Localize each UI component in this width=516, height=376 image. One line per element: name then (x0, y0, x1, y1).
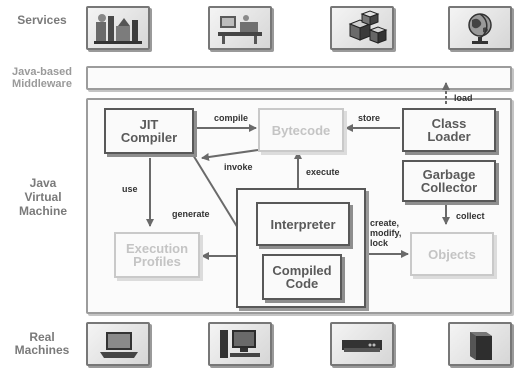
service-factory-box (86, 6, 150, 50)
row-label-jvm: Java Virtual Machine (10, 176, 76, 218)
office-scene-icon (218, 15, 262, 44)
class-loader-box: Class Loader (402, 108, 496, 152)
row-label-real-machines-line1: Real (29, 330, 55, 344)
execution-profiles-label-line1: Execution (125, 241, 189, 256)
row-label-real-machines-line2: Machines (14, 343, 70, 357)
compiled-code-label-line2: Code (285, 276, 319, 291)
row-label-jvm-line2: Virtual (24, 190, 62, 204)
machine-desktop-box (208, 322, 272, 366)
service-blocks-box (330, 6, 394, 50)
jit-compiler-label-line2: Compiler (120, 130, 178, 145)
machine-network-box (330, 322, 394, 366)
interpreter-box: Interpreter (256, 202, 350, 246)
bytecode-box: Bytecode (258, 108, 344, 152)
objects-label: Objects (428, 246, 476, 262)
bytecode-label: Bytecode (271, 122, 331, 138)
machine-server-box (448, 322, 512, 366)
factory-tools-icon (94, 14, 142, 44)
service-office-box (208, 6, 272, 50)
garbage-collector-label-line1: Garbage (422, 167, 476, 182)
objects-box: Objects (410, 232, 494, 276)
row-label-real-machines: Real Machines (4, 331, 80, 357)
row-label-middleware-line2: Middleware (12, 78, 72, 90)
row-label-middleware: Java-based Middleware (2, 66, 82, 90)
garbage-collector-label-line2: Collector (420, 180, 478, 195)
execution-profiles-box: Execution Profiles (114, 232, 200, 278)
class-loader-label-line1: Class (431, 116, 467, 131)
server-tower-icon (470, 332, 492, 360)
interpreter-label: Interpreter (270, 216, 336, 232)
edge-label-modify: modify, (370, 228, 402, 238)
service-globe-box (448, 6, 512, 50)
edge-label-create: create, (370, 218, 400, 228)
row-label-services-text: Services (17, 13, 67, 27)
row-label-jvm-line3: Machine (18, 204, 67, 218)
edge-label-store: store (358, 113, 381, 123)
edge-invoke (201, 149, 259, 161)
edge-label-generate: generate (172, 209, 210, 219)
compiled-code-label-line1: Compiled (272, 263, 332, 278)
row-label-jvm-line1: Java (29, 176, 57, 190)
jit-compiler-label-line1: JIT (139, 117, 159, 132)
row-label-services: Services (4, 14, 80, 27)
edge-label-use: use (122, 184, 138, 194)
execution-profiles-label-line2: Profiles (133, 254, 181, 269)
edge-label-load: load (454, 93, 473, 103)
garbage-collector-box: Garbage Collector (402, 160, 496, 202)
building-blocks-icon (348, 10, 388, 44)
class-loader-label-line2: Loader (427, 129, 471, 144)
row-label-middleware-line1: Java-based (12, 66, 72, 78)
edge-label-create-modify-lock: create, modify, lock (370, 218, 401, 248)
edge-label-invoke: invoke (224, 162, 253, 172)
jit-compiler-box: JIT Compiler (104, 108, 194, 154)
edge-label-execute: execute (306, 167, 340, 177)
network-device-icon (342, 340, 382, 352)
laptop-icon (100, 332, 138, 358)
edge-label-collect: collect (456, 211, 485, 221)
machine-laptop-box (86, 322, 150, 366)
edge-label-compile: compile (214, 113, 249, 123)
compiled-code-box: Compiled Code (262, 254, 342, 300)
middleware-layer (86, 66, 512, 90)
edge-label-lock: lock (370, 238, 389, 248)
desktop-computer-icon (220, 330, 260, 358)
globe-icon (468, 13, 492, 44)
